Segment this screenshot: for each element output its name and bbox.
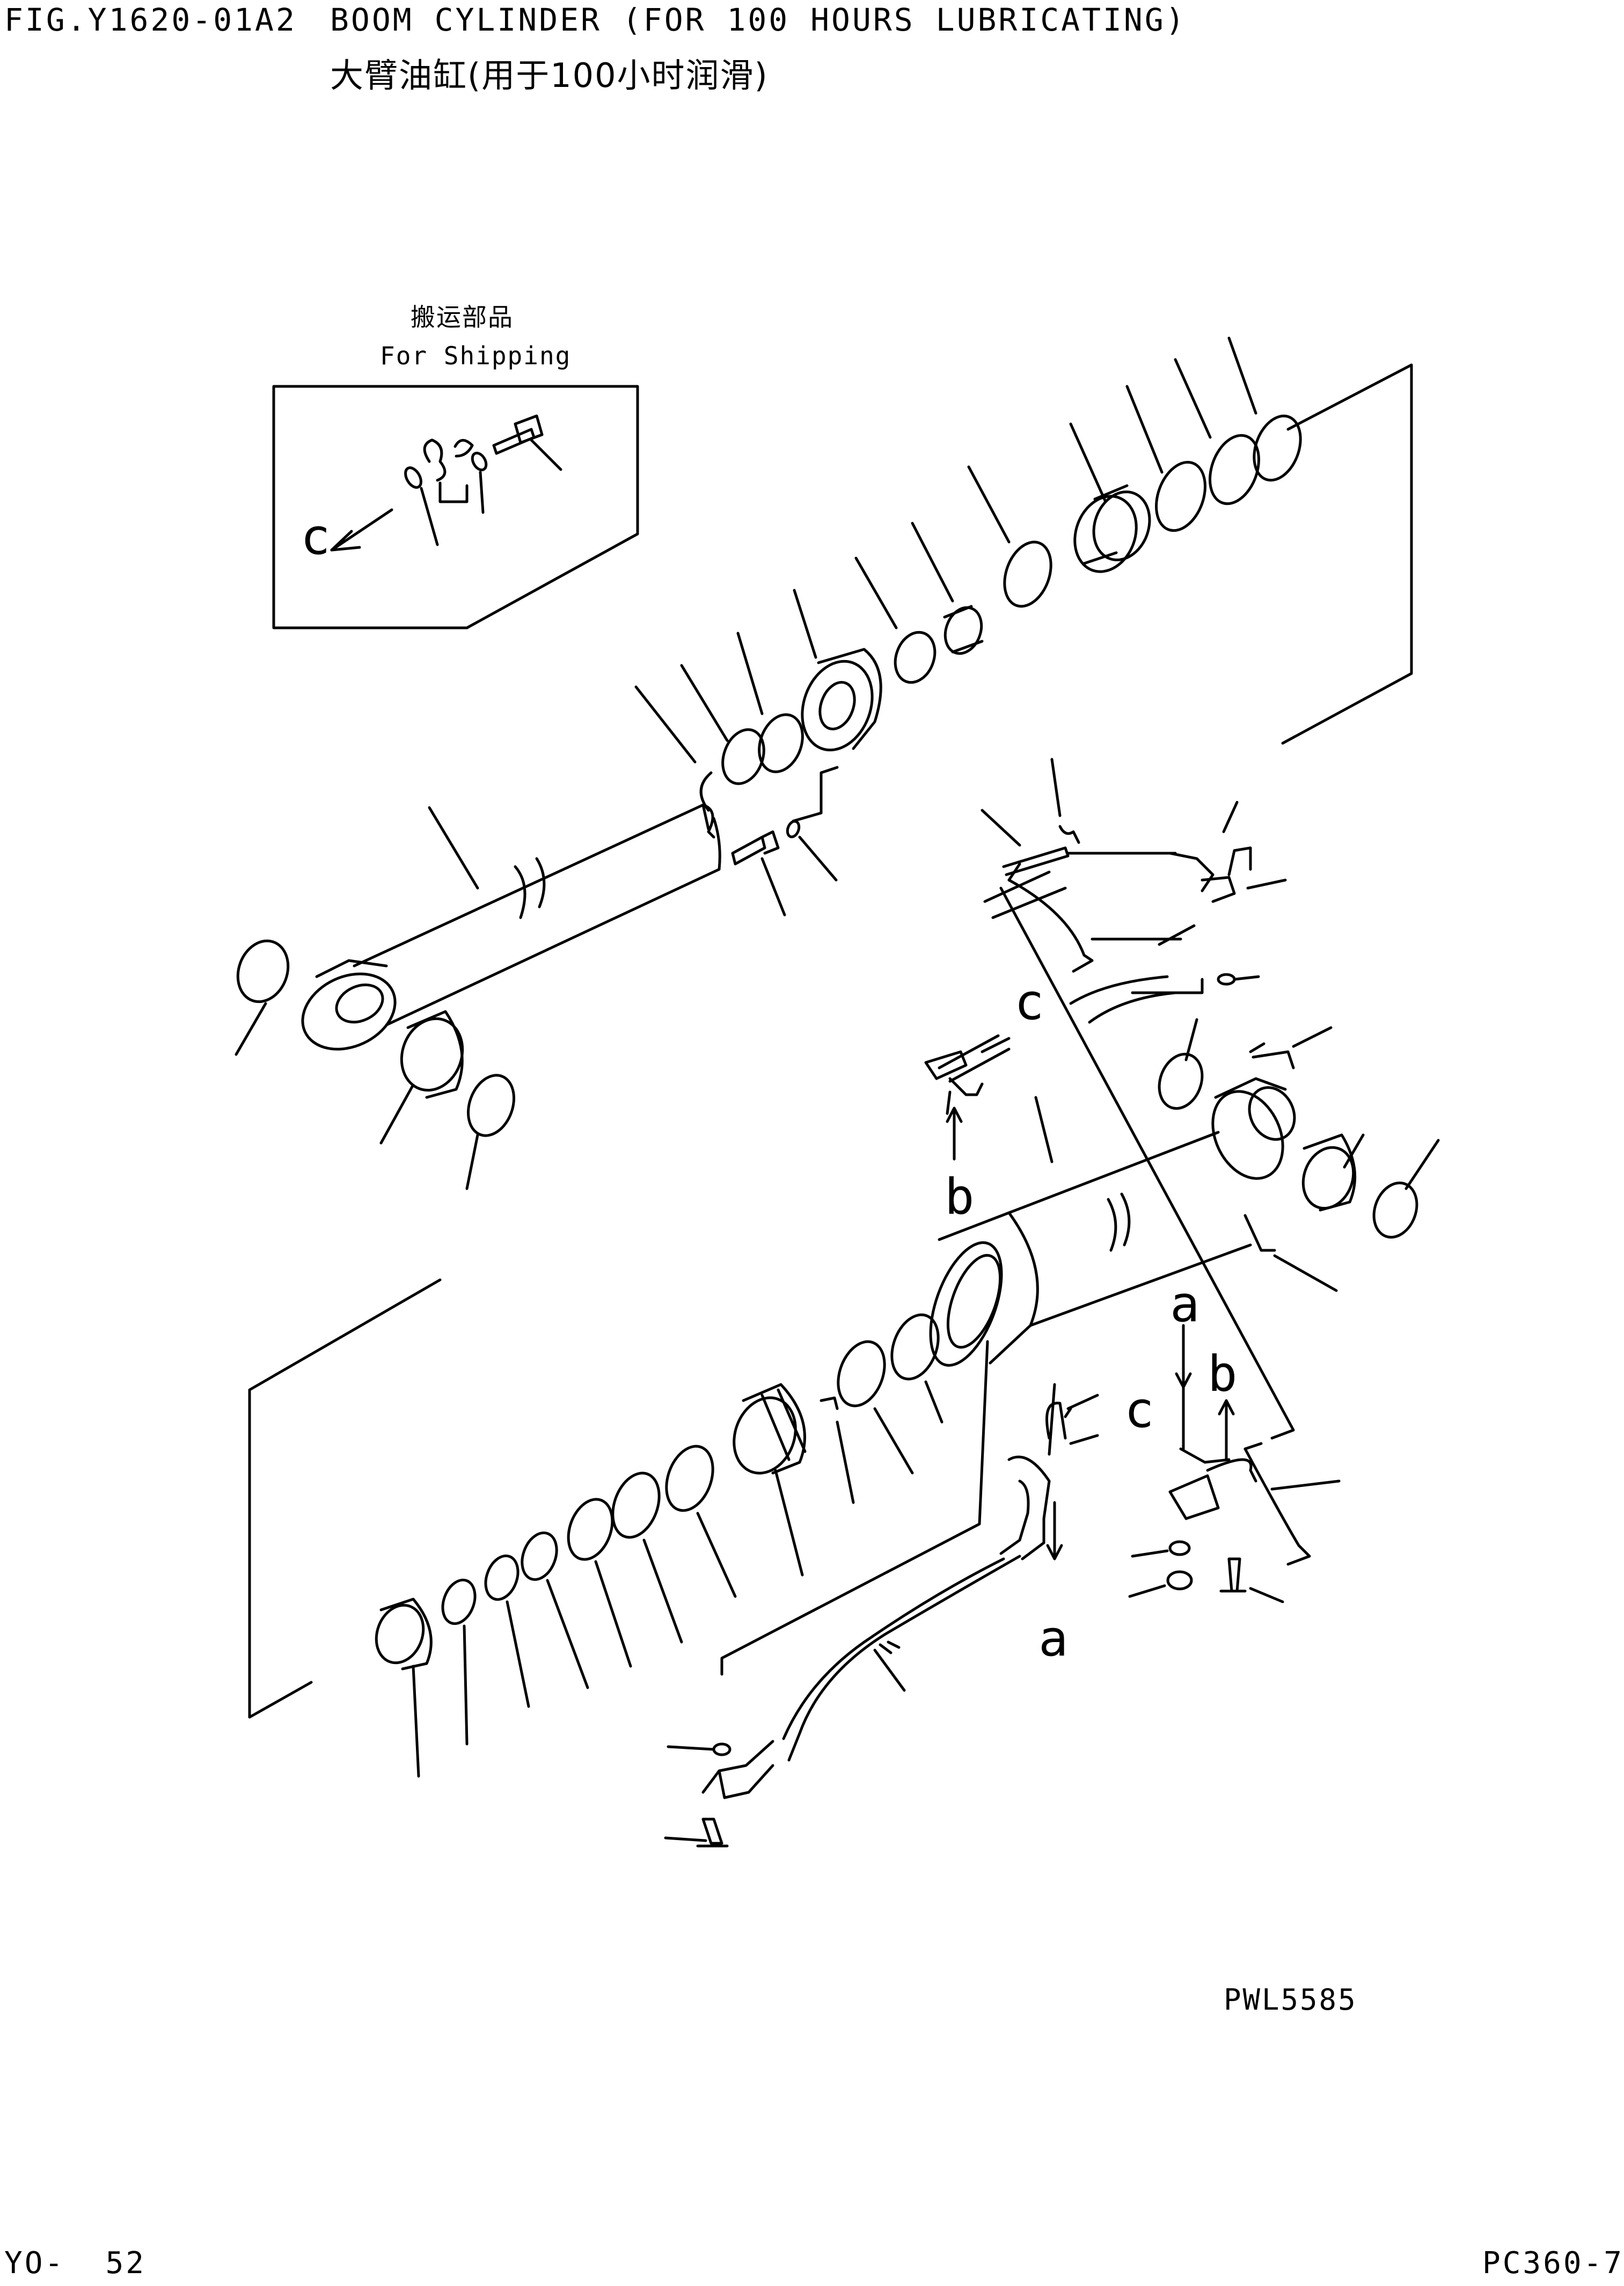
callout-b-upper: b xyxy=(945,1168,975,1226)
lower-lube-pipe xyxy=(664,1340,1099,1848)
callout-b-right: b xyxy=(1208,1345,1238,1403)
callout-c-right: c xyxy=(1124,1381,1154,1439)
piston-parts xyxy=(375,1313,943,1778)
page-number: YO- 52 xyxy=(4,2246,147,2281)
piston-rod xyxy=(235,803,721,1190)
shipping-label-chinese: 搬运部品 xyxy=(411,303,514,332)
page-title-chinese: 大臂油缸(用于100小时润滑) xyxy=(330,56,769,95)
page-title: BOOM CYLINDER (FOR 100 HOURS LUBRICATING… xyxy=(330,2,1187,38)
drawing-code: PWL5585 xyxy=(1224,1983,1357,2017)
upper-lube-pipe xyxy=(924,758,1287,1161)
shipping-box-frame xyxy=(272,385,639,629)
figure-number: FIG.Y1620-01A2 xyxy=(4,2,297,38)
callout-a-lower: a xyxy=(1038,1610,1069,1667)
model-number: PC360-7 xyxy=(1482,2246,1624,2281)
right-clamp-group xyxy=(999,886,1341,1603)
callout-c-upper: c xyxy=(1014,973,1044,1031)
shipping-parts xyxy=(330,414,562,552)
lower-group-bracket xyxy=(248,1278,442,1719)
callout-a-right: a xyxy=(1170,1276,1200,1333)
gland-parts xyxy=(634,336,1302,917)
shipping-ref-c: c xyxy=(301,508,331,566)
shipping-label: For Shipping xyxy=(380,341,572,370)
upper-group-bracket xyxy=(1281,363,1413,745)
cylinder-tube xyxy=(929,1018,1440,1367)
